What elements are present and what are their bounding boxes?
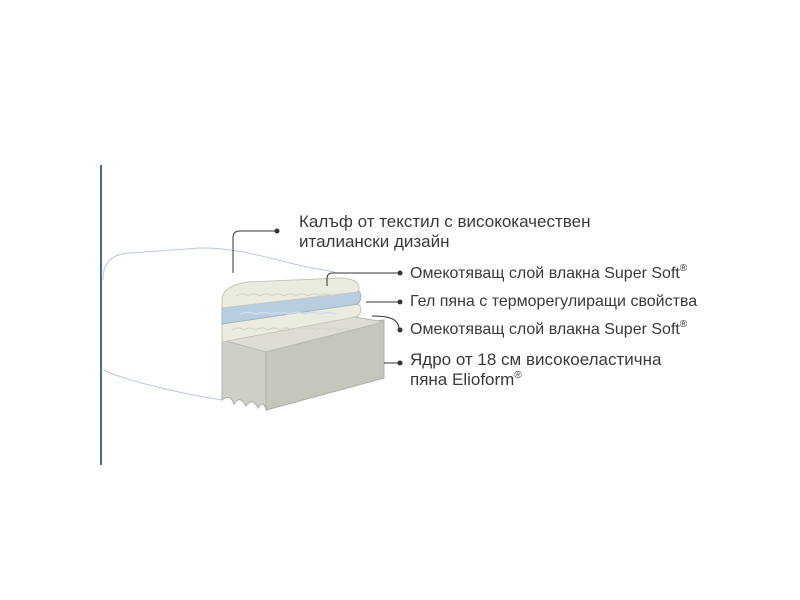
leader-gel: [366, 299, 403, 305]
label-core-line2: пяна Elioform®: [410, 370, 661, 390]
leader-core: [384, 360, 403, 366]
label-core-line2-text: пяна Elioform: [410, 370, 515, 389]
soft-fiber-texture-top: [235, 293, 345, 297]
soft-fiber-texture-bottom: [231, 327, 351, 331]
leader-soft-bottom: [371, 315, 403, 333]
label-gel-text: Гел пяна с терморегулиращи свойства: [410, 293, 698, 310]
mattress-outline-bottom: [102, 369, 223, 401]
label-cover-line2: италиански дизайн: [299, 232, 450, 251]
label-cover: Калъф от текстил с висококачествен итали…: [299, 212, 590, 252]
mattress-outline: [102, 247, 336, 281]
label-gel: Гел пяна с терморегулиращи свойства: [410, 292, 697, 312]
label-soft-bottom-text: Омекотяващ слой влакна Super Soft: [410, 321, 680, 338]
label-soft-bottom-mark: ®: [679, 319, 688, 330]
label-core: Ядро от 18 см високоеластична пяна Eliof…: [410, 350, 661, 390]
label-soft-top: Омекотяващ слой влакна Super Soft®: [410, 264, 687, 284]
soft-fiber-layer-top: [221, 277, 360, 309]
label-core-line1: Ядро от 18 см високоеластична: [410, 350, 662, 369]
gel-texture: [239, 311, 337, 315]
label-soft-top-text: Омекотяващ слой влакна Super Soft: [410, 265, 680, 282]
label-core-mark: ®: [514, 370, 522, 381]
label-cover-line1: Калъф от текстил с висококачествен: [299, 212, 591, 231]
label-soft-bottom: Омекотяващ слой влакна Super Soft®: [410, 320, 687, 340]
leader-soft-top: [326, 270, 403, 286]
leader-cover: [232, 228, 280, 273]
label-soft-top-mark: ®: [679, 263, 688, 274]
